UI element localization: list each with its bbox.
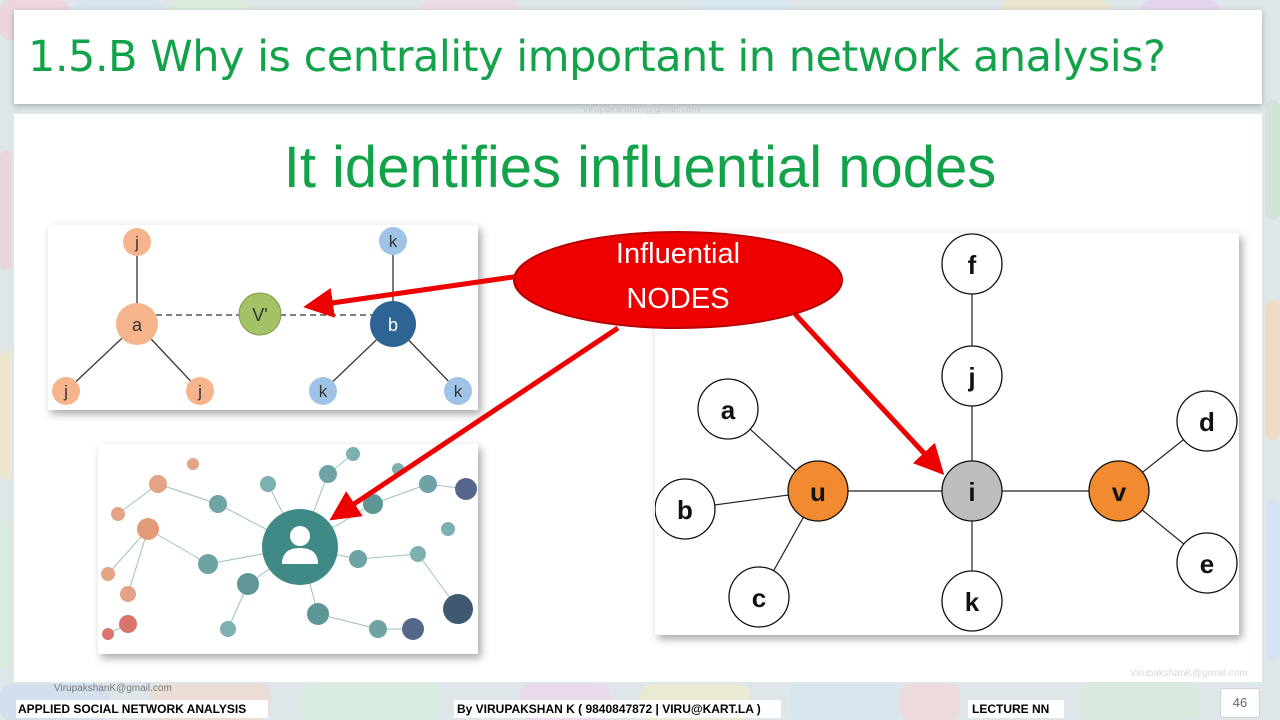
node-i: i [941, 460, 1003, 522]
central-user-node [262, 509, 338, 585]
title-bar: 1.5.B Why is centrality important in net… [14, 10, 1262, 104]
svg-text:k: k [965, 587, 980, 617]
callout-arrows [303, 273, 945, 521]
svg-text:c: c [752, 583, 766, 613]
callout-ellipse [513, 231, 843, 329]
svg-text:f: f [968, 250, 977, 280]
footer-course: APPLIED SOCIAL NETWORK ANALYSIS [16, 700, 268, 718]
network-illustration [98, 444, 478, 654]
node-j-bottom-left: j [52, 377, 80, 405]
node-b: b [654, 478, 716, 540]
watermark-footer: VirupakshanK@gmail.com [54, 683, 172, 694]
footer-lecture: LECTURE NN [968, 700, 1064, 718]
slide-heading: It identifies influential nodes [283, 135, 997, 200]
svg-text:j: j [967, 362, 975, 392]
watermark-top: VirupakshanK@gmail.com [582, 104, 700, 115]
svg-text:a: a [132, 315, 143, 335]
node-v-prime: V' [238, 292, 282, 336]
node-u: u [787, 460, 849, 522]
node-k-bottom-right: k [444, 377, 472, 405]
svg-text:k: k [454, 382, 463, 401]
svg-text:j: j [197, 382, 202, 401]
diagram-top-left: j a V' b k j j k [48, 225, 478, 410]
svg-text:v: v [1112, 477, 1127, 507]
svg-text:V': V' [252, 305, 267, 325]
svg-text:j: j [134, 233, 139, 252]
svg-text:d: d [1199, 407, 1215, 437]
arrow-to-central-user [329, 325, 620, 521]
node-d: d [1176, 390, 1238, 452]
svg-text:k: k [319, 382, 328, 401]
svg-text:k: k [389, 232, 398, 251]
node-a: a [697, 378, 759, 440]
diagram-right: f j a b c u i v d e k [654, 233, 1239, 635]
node-c: c [728, 566, 790, 628]
diagram-top-left-svg: j a V' b k j j k [52, 227, 472, 405]
arrow-to-node-i [793, 312, 945, 476]
node-cluster [101, 447, 477, 640]
diagram-right-svg: f j a b c u i v d e k [654, 233, 1238, 632]
node-k-bottom-left: k [309, 377, 337, 405]
footer-author: By VIRUPAKSHAN K ( 9840847872 | VIRU@KAR… [454, 700, 781, 718]
network-illustration-svg [101, 447, 477, 640]
svg-text:u: u [810, 477, 826, 507]
node-k-top: k [379, 227, 407, 255]
svg-text:a: a [721, 395, 736, 425]
svg-text:j: j [63, 382, 68, 401]
node-a: a [116, 303, 158, 345]
node-j-top: j [123, 228, 151, 256]
page-number: 46 [1220, 688, 1260, 718]
node-e: e [1176, 532, 1238, 594]
svg-text:i: i [968, 477, 975, 507]
svg-text:b: b [677, 495, 693, 525]
node-v: v [1088, 460, 1150, 522]
arrow-to-v-prime [303, 273, 521, 318]
node-j: j [941, 345, 1003, 407]
watermark-right: VirupakshanK@gmail.com [1130, 668, 1248, 679]
svg-text:e: e [1200, 549, 1214, 579]
node-b: b [370, 301, 416, 347]
callout-label-line1: Influential [615, 238, 741, 270]
node-k: k [941, 570, 1003, 632]
node-j-bottom-right: j [186, 377, 214, 405]
slide-title: 1.5.B Why is centrality important in net… [28, 32, 1166, 82]
svg-text:b: b [388, 315, 398, 335]
node-f: f [941, 233, 1003, 295]
callout-label-line2: NODES [626, 283, 730, 315]
